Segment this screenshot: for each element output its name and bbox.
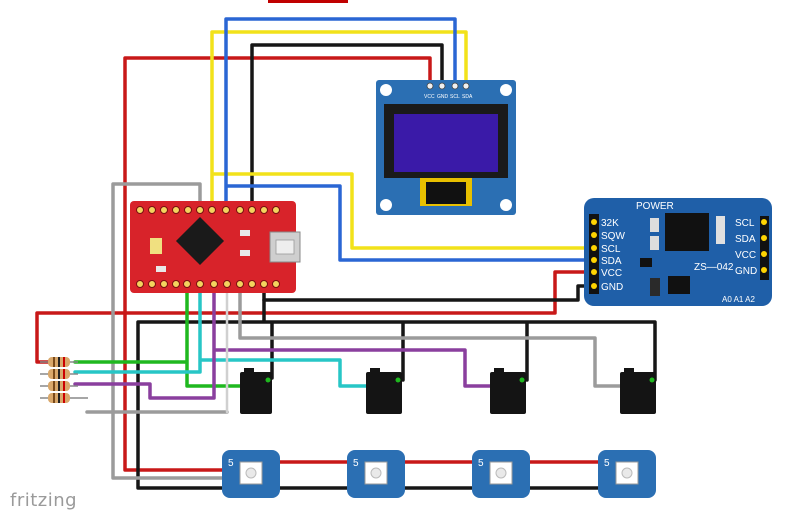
oled-display: VCC GND SCL SDA <box>376 80 516 215</box>
neopixel-2-label: 5 <box>353 458 359 469</box>
rtc-pin-sqw: SQW <box>601 231 625 242</box>
rtc-chip-label: ZS—042 <box>694 262 734 273</box>
wire-yellow-sda <box>210 30 598 250</box>
rtc-pin-vcc: VCC <box>601 268 622 279</box>
arduino-top-header <box>136 206 280 214</box>
rtc-left-header <box>589 214 599 294</box>
rtc-module: POWER 32K SQW SCL SDA VCC GND ZS—042 <box>584 198 772 306</box>
rtc-right-pin-gnd: GND <box>735 266 757 277</box>
wire-gray-jack4 <box>85 282 622 414</box>
rtc-pin-scl: SCL <box>601 244 621 255</box>
wire-black-rtc-gnd <box>262 282 598 302</box>
resistor-4 <box>40 393 88 403</box>
rtc-pin-sda: SDA <box>601 256 622 267</box>
resistor-1 <box>40 357 78 367</box>
audio-jack-3 <box>490 368 526 414</box>
fritzing-watermark: fritzing <box>10 490 77 511</box>
resistor-bank <box>40 357 88 403</box>
rtc-power-label: POWER <box>636 201 674 212</box>
top-accent-bar <box>268 0 348 3</box>
audio-jack-1 <box>240 368 272 414</box>
neopixel-strip: 5 5 5 5 <box>222 450 656 498</box>
rtc-right-pin-scl: SCL <box>735 218 755 229</box>
oled-pin-vcc: VCC <box>424 94 435 100</box>
neopixel-4-label: 5 <box>604 458 610 469</box>
rtc-pin-gnd: GND <box>601 282 623 293</box>
audio-jacks <box>240 368 656 414</box>
wires <box>35 17 657 490</box>
wire-blue-scl <box>224 17 598 262</box>
neopixel-1-label: 5 <box>228 458 234 469</box>
resistor-2 <box>40 369 78 379</box>
wire-gray-data <box>111 182 227 480</box>
oled-screen <box>394 114 498 172</box>
wire-green <box>73 282 242 388</box>
wire-cyan <box>73 282 368 388</box>
audio-jack-4 <box>620 368 656 414</box>
oled-pin-sda: SDA <box>462 94 473 100</box>
wire-red-vcc <box>123 56 432 472</box>
neopixel-2: 5 <box>347 450 405 498</box>
neopixel-4: 5 <box>598 450 656 498</box>
neopixel-3-label: 5 <box>478 458 484 469</box>
resistor-3 <box>40 381 78 391</box>
rtc-right-pin-vcc: VCC <box>735 250 756 261</box>
arduino-bottom-header <box>136 280 280 288</box>
arduino-mcu-chip <box>175 216 225 266</box>
audio-jack-2 <box>366 368 402 414</box>
neopixel-1: 5 <box>222 450 280 498</box>
wire-purple <box>73 282 492 400</box>
neopixel-3: 5 <box>472 450 530 498</box>
oled-pin-gnd: GND <box>437 94 449 100</box>
rtc-right-pin-sda: SDA <box>735 234 756 245</box>
rtc-right-header <box>760 216 769 280</box>
arduino-pro-micro <box>130 201 301 293</box>
rtc-address-labels: A0 A1 A2 <box>722 295 755 304</box>
rtc-pin-32k: 32K <box>601 218 619 229</box>
wire-black-oled-gnd <box>250 43 444 212</box>
rtc-chip <box>665 213 709 251</box>
oled-pin-scl: SCL <box>450 94 460 100</box>
